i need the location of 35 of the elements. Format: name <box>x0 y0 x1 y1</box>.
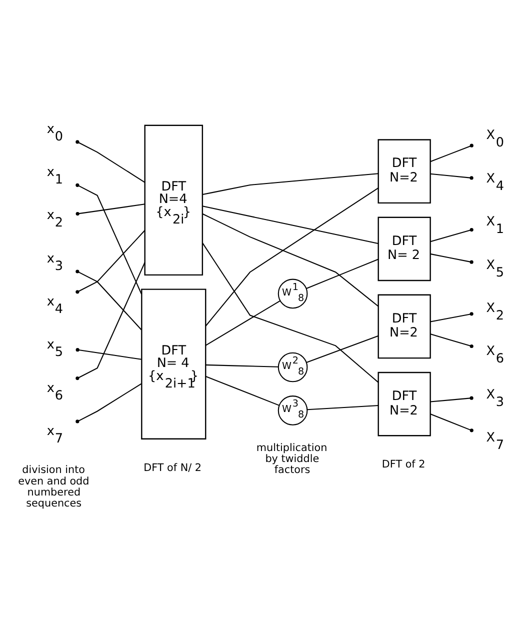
label: division into even and odd numbered sequences <box>18 464 90 510</box>
label: DFT of N/ 2 <box>144 462 202 474</box>
connector <box>306 258 378 289</box>
connector <box>202 213 379 307</box>
connector <box>206 364 278 368</box>
connector <box>76 270 142 330</box>
connector <box>430 253 474 264</box>
connector <box>76 204 145 216</box>
connector <box>76 348 142 360</box>
connector <box>430 396 474 402</box>
connector <box>76 383 142 424</box>
connector <box>306 335 378 363</box>
connector <box>205 376 280 406</box>
connector <box>76 262 146 380</box>
connector <box>76 140 145 183</box>
connector <box>76 230 146 294</box>
connector <box>76 183 142 294</box>
connector <box>430 312 474 322</box>
connector <box>430 173 474 180</box>
connector <box>202 206 378 244</box>
node-box: DFT N= 2 <box>378 216 431 282</box>
connector <box>202 242 379 383</box>
connector <box>430 333 474 348</box>
node-box: DFT N=2 <box>378 294 431 359</box>
connector <box>307 405 378 410</box>
label: multiplication by twiddle factors <box>256 442 328 476</box>
connector <box>202 173 378 196</box>
connector <box>430 228 474 242</box>
connector <box>430 144 474 162</box>
connector <box>205 188 378 326</box>
connector <box>430 414 474 432</box>
node-box: DFT N=2 <box>378 372 431 436</box>
node-box: DFT N=2 <box>378 139 431 204</box>
label: DFT of 2 <box>382 458 426 471</box>
connector <box>205 300 280 346</box>
